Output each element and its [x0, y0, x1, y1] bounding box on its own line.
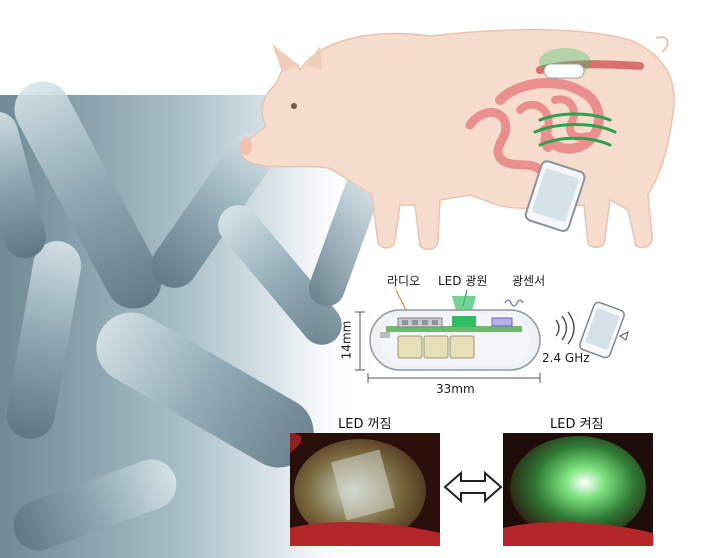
photo-led-on — [503, 433, 653, 546]
led-on-caption: LED 켜짐 — [550, 417, 604, 432]
photo-led-off — [290, 433, 440, 546]
battery — [449, 335, 475, 359]
double-arrow-icon — [443, 470, 503, 504]
wireless-signal-icon — [555, 311, 575, 345]
radio-chip — [397, 317, 443, 328]
height-label: 14mm — [339, 320, 354, 360]
length-label: 33mm — [436, 382, 475, 396]
smartphone-icon — [579, 301, 625, 359]
smartphone-icon — [524, 160, 586, 232]
battery — [397, 335, 423, 359]
led-source — [452, 316, 476, 327]
battery — [423, 335, 449, 359]
pcb-board — [386, 326, 522, 332]
light-sensor-label: 광센서 — [512, 274, 546, 288]
frequency-label: 2.4 GHz — [542, 351, 590, 365]
wireless-signal-icon — [533, 112, 617, 147]
radio-label: 라디오 — [387, 274, 421, 288]
capsule-in-pig — [543, 63, 585, 79]
light-sensor — [491, 317, 513, 327]
led-off-caption: LED 꺼짐 — [338, 417, 392, 432]
led-source-label: LED 광원 — [438, 274, 488, 288]
